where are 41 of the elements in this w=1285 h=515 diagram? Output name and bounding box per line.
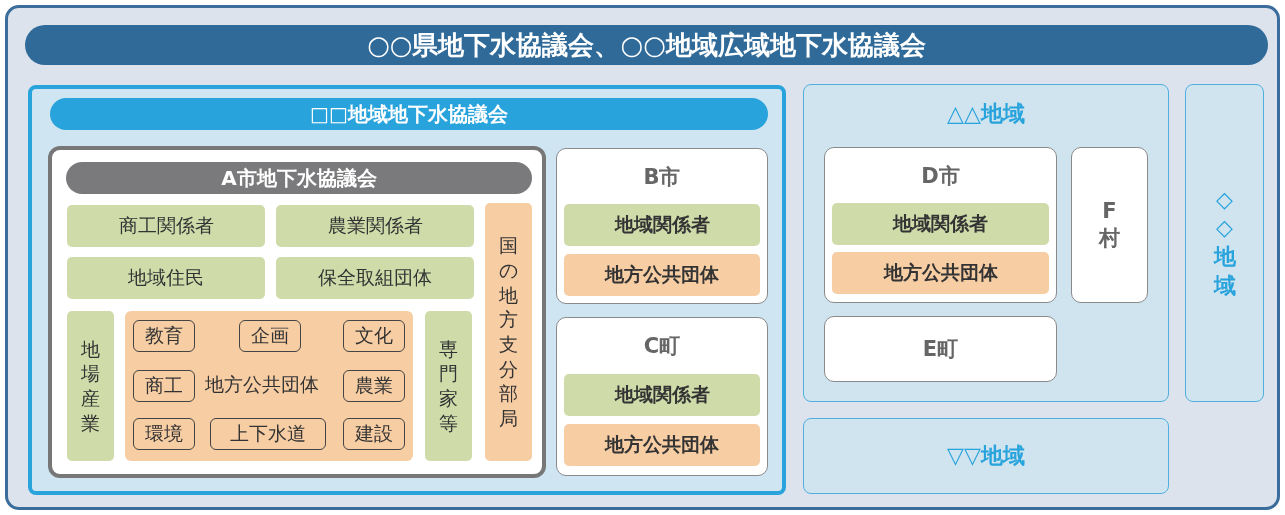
group-panel xyxy=(125,311,413,461)
member-tag: 上下水道 xyxy=(210,418,326,450)
region-panel: ▽▽地域 xyxy=(803,418,1169,494)
member-tag: 地場産業 xyxy=(67,311,114,461)
council-banner: ○○県地下水協議会、○○地域広域地下水協議会 xyxy=(25,25,1268,65)
group-title: 地方公共団体 xyxy=(205,372,319,397)
member-tag: 地域関係者 xyxy=(564,374,760,416)
member-tag: 保全取組団体 xyxy=(276,257,474,299)
member-tag: 地方公共団体 xyxy=(564,254,760,296)
member-tag: 地方公共団体 xyxy=(564,424,760,466)
municipality-card: E町 xyxy=(824,316,1057,382)
municipality-card xyxy=(824,147,1057,303)
region-panel: ◇◇地域 xyxy=(1185,84,1264,402)
municipality-title: D市 xyxy=(920,163,961,190)
member-tag: 地域住民 xyxy=(67,257,265,299)
council-banner: □□地域地下水協議会 xyxy=(50,98,768,130)
member-tag: 建設 xyxy=(343,418,405,450)
member-tag: 地域関係者 xyxy=(832,203,1049,245)
member-tag: 文化 xyxy=(343,320,405,352)
member-tag: 地域関係者 xyxy=(564,204,760,246)
municipality-card: F村 xyxy=(1071,147,1148,303)
council-frame xyxy=(28,85,786,495)
member-tag: 教育 xyxy=(133,320,195,352)
member-tag: 専門家等 xyxy=(425,311,472,461)
member-tag: 地方公共団体 xyxy=(832,252,1049,294)
member-tag: 環境 xyxy=(133,418,195,450)
member-tag: 農業 xyxy=(343,370,405,402)
member-tag: 商工 xyxy=(133,370,195,402)
municipality-card xyxy=(556,317,768,476)
municipality-title: B市 xyxy=(642,164,682,191)
member-tag: 農業関係者 xyxy=(276,205,474,247)
region-panel xyxy=(803,84,1169,402)
member-tag: 企画 xyxy=(239,320,301,352)
region-title: △△地域 xyxy=(946,100,1026,128)
municipality-card xyxy=(556,148,768,304)
member-tag: 国の地方支分部局 xyxy=(485,203,532,461)
council-frame xyxy=(48,146,546,478)
municipality-title: C町 xyxy=(642,333,682,360)
member-tag: 商工関係者 xyxy=(67,205,265,247)
council-frame xyxy=(5,5,1280,510)
council-banner: A市地下水協議会 xyxy=(66,162,532,194)
